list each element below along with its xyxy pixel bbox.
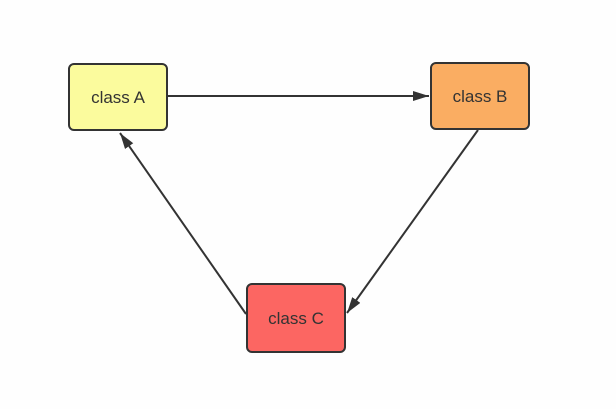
- node-class-c-label: class C: [268, 308, 324, 328]
- node-class-a-label: class A: [91, 87, 145, 107]
- edge-c-to-a[interactable]: [119, 132, 247, 315]
- node-class-b-label: class B: [452, 86, 508, 106]
- edge-b-to-c[interactable]: [346, 129, 479, 314]
- node-class-b[interactable]: class B: [430, 62, 530, 130]
- node-class-c[interactable]: class C: [246, 283, 346, 353]
- node-class-a[interactable]: class A: [68, 63, 168, 131]
